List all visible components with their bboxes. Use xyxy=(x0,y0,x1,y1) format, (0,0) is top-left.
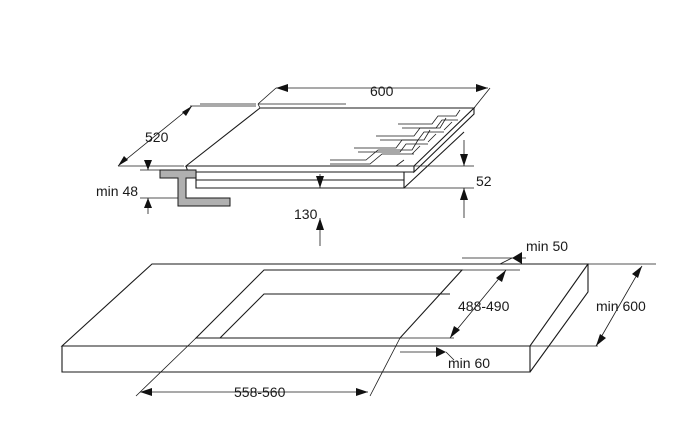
hob-controls xyxy=(330,109,461,167)
worktop-cutout xyxy=(194,269,464,339)
cutout-inner-edge xyxy=(219,293,450,339)
label-hob-height: 52 xyxy=(476,173,492,189)
worktop-drawing xyxy=(60,263,590,373)
worktop-front xyxy=(61,346,531,373)
dim-cutout-width xyxy=(135,337,401,397)
label-clearance: 130 xyxy=(294,206,318,222)
hob-drawing xyxy=(159,107,476,207)
dim-hob-width xyxy=(200,84,491,109)
worktop-side xyxy=(529,264,589,373)
dim-min-back xyxy=(462,252,526,265)
dim-clearance xyxy=(316,174,324,246)
label-hob-depth: 520 xyxy=(145,129,169,145)
dim-hob-height xyxy=(404,140,474,218)
label-bracket-min: min 48 xyxy=(96,183,138,199)
hob-front-edge xyxy=(185,165,414,173)
label-min-front: min 60 xyxy=(448,355,490,371)
dim-min-depth xyxy=(530,263,656,347)
hob-body-side xyxy=(403,131,465,189)
label-cutout-depth: 488-490 xyxy=(458,298,510,314)
dim-min-front xyxy=(400,347,455,361)
label-cutout-width: 558-560 xyxy=(234,384,286,400)
dim-cutout-depth xyxy=(400,269,520,339)
hob-top-surface xyxy=(184,107,476,167)
dim-hob-depth xyxy=(117,105,256,167)
fixing-bracket xyxy=(159,169,231,207)
label-min-depth: min 600 xyxy=(596,298,646,314)
label-hob-width: 600 xyxy=(370,83,394,99)
hob-right-edge xyxy=(413,108,475,174)
label-min-back: min 50 xyxy=(526,238,568,254)
dim-bracket-min xyxy=(140,160,178,214)
